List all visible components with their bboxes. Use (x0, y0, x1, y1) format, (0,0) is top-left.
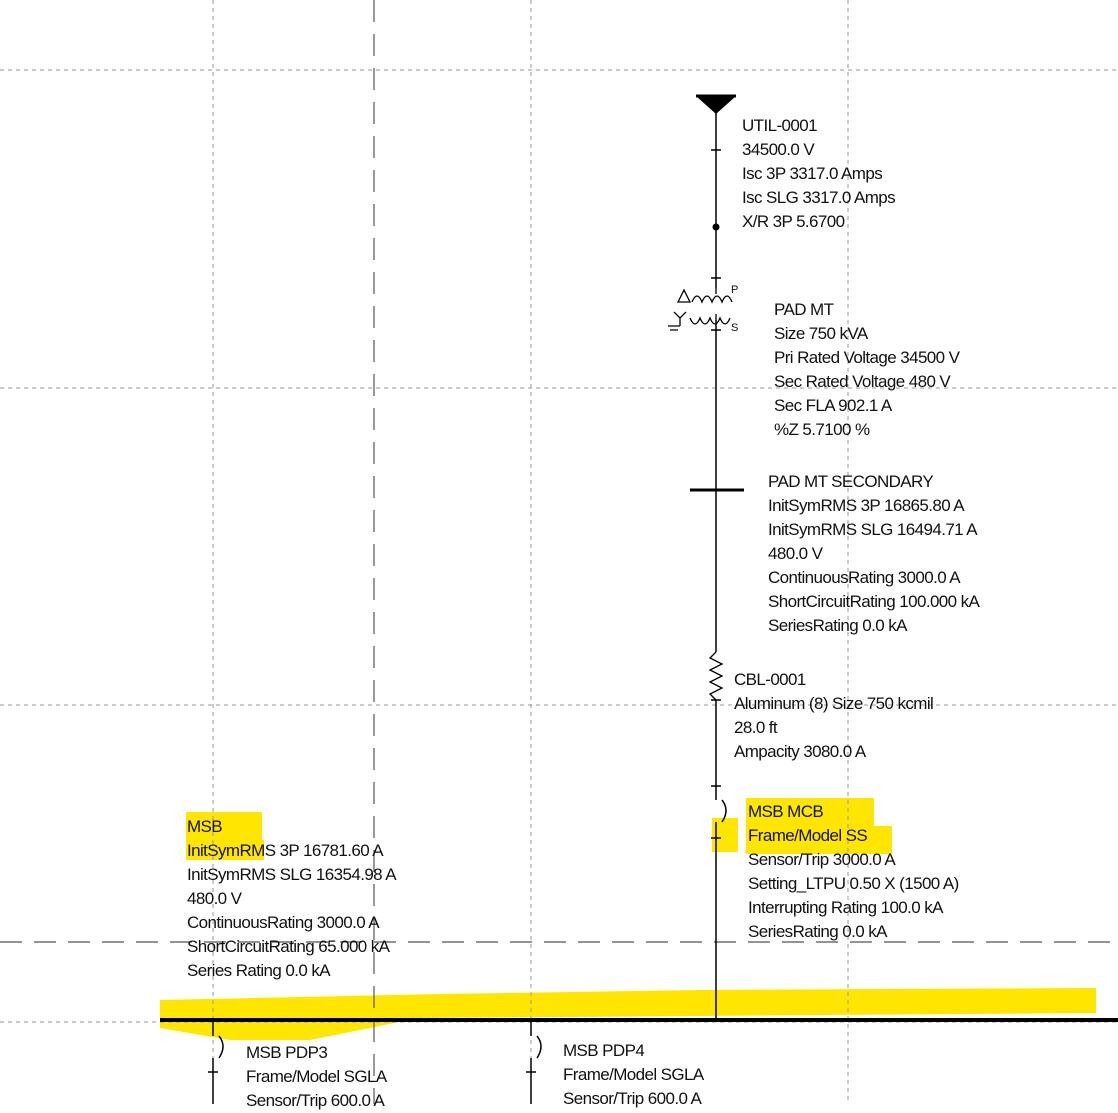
msb-bus-label-line: Series Rating 0.0 kA (187, 961, 331, 980)
secondary-coil (689, 316, 731, 325)
main-breaker-icon (721, 799, 727, 823)
utility-source-icon (696, 96, 736, 114)
transformer-label-line: %Z 5.7100 % (774, 420, 870, 439)
feeder-branches (208, 1020, 542, 1104)
feeder-pdp3-label-line: Sensor/Trip 600.0 A (246, 1091, 385, 1110)
feeder-pdp3-label: MSB PDP3 Frame/Model SGLA Sensor/Trip 60… (246, 1041, 387, 1113)
feeder-pdp4-label-line: MSB PDP4 (563, 1041, 645, 1060)
msb-bus-label-line: InitSymRMS SLG 16354.98 A (187, 865, 397, 884)
main-breaker-label-line: SeriesRating 0.0 kA (748, 922, 887, 941)
msb-bus-label-line: MSB (187, 817, 223, 836)
secondary-bus-label-line: InitSymRMS SLG 16494.71 A (768, 520, 978, 539)
feeder-pdp4-label: MSB PDP4 Frame/Model SGLA Sensor/Trip 60… (563, 1039, 704, 1111)
main-breaker-label-line: Sensor/Trip 3000.0 A (748, 850, 896, 869)
msb-bus-label-line: 480.0 V (187, 889, 242, 908)
main-breaker-label: MSB MCB Frame/Model SS Sensor/Trip 3000.… (748, 800, 959, 944)
utility-label-line: 34500.0 V (742, 140, 815, 159)
feeder-pdp3-label-line: Frame/Model SGLA (246, 1067, 387, 1086)
msb-bus-label-line: InitSymRMS 3P 16781.60 A (187, 841, 384, 860)
transformer-label-line: Size 750 kVA (774, 324, 868, 343)
msb-bus-highlight (160, 988, 1096, 1040)
msb-bus-label: MSB InitSymRMS 3P 16781.60 A InitSymRMS … (187, 815, 397, 983)
transformer-primary-tag: P (731, 284, 738, 296)
cable-label-line: Ampacity 3080.0 A (734, 742, 866, 761)
utility-label-line: X/R 3P 5.6700 (742, 212, 845, 231)
secondary-bus-label-line: InitSymRMS 3P 16865.80 A (768, 496, 965, 515)
feeder-pdp4-label-line: Frame/Model SGLA (563, 1065, 704, 1084)
utility-label-line: UTIL-0001 (742, 116, 818, 135)
msb-bus-label-line: ShortCircuitRating 65.000 kA (187, 937, 390, 956)
wye-ground-icon (668, 311, 687, 331)
main-breaker-label-line: Interrupting Rating 100.0 kA (748, 898, 943, 917)
mcb-label-highlight (746, 798, 874, 828)
main-breaker-label-line: Frame/Model SS (748, 826, 868, 845)
delta-icon (676, 288, 692, 303)
transformer-label-line: Pri Rated Voltage 34500 V (774, 348, 960, 367)
cable-label-line: CBL-0001 (734, 670, 806, 689)
main-breaker-label-line: Setting_LTPU 0.50 X (1500 A) (748, 874, 959, 893)
mcb-frame-highlight (746, 826, 892, 854)
main-feeder (711, 112, 721, 1020)
secondary-bus-label-line: 480.0 V (768, 544, 823, 563)
cable-label-line: Aluminum (8) Size 750 kcmil (734, 694, 934, 713)
utility-label-line: Isc SLG 3317.0 Amps (742, 188, 896, 207)
transformer-label-line: Sec FLA 902.1 A (774, 396, 892, 415)
transformer-label: PAD MT Size 750 kVA Pri Rated Voltage 34… (774, 298, 960, 442)
msb-bus-label-line: ContinuousRating 3000.0 A (187, 913, 380, 932)
transformer-label-line: PAD MT (774, 300, 834, 319)
secondary-bus-label-line: ShortCircuitRating 100.000 kA (768, 592, 980, 611)
utility-label-line: Isc 3P 3317.0 Amps (742, 164, 883, 183)
transformer-label-line: Sec Rated Voltage 480 V (774, 372, 951, 391)
cable-label-line: 28.0 ft (734, 718, 778, 737)
cable-icon (708, 651, 724, 701)
secondary-bus-label-line: PAD MT SECONDARY (768, 472, 934, 491)
primary-coil (691, 295, 733, 304)
cable-label: CBL-0001 Aluminum (8) Size 750 kcmil 28.… (734, 668, 934, 764)
secondary-bus-label: PAD MT SECONDARY InitSymRMS 3P 16865.80 … (768, 470, 980, 638)
feeder-breaker-icon (536, 1035, 542, 1059)
feeder-breaker-icon (218, 1035, 224, 1059)
connection-node (712, 223, 720, 231)
main-breaker-label-line: MSB MCB (748, 802, 824, 821)
secondary-bus-label-line: ContinuousRating 3000.0 A (768, 568, 961, 587)
utility-label: UTIL-0001 34500.0 V Isc 3P 3317.0 Amps I… (742, 114, 896, 234)
feeder-pdp4-label-line: Sensor/Trip 600.0 A (563, 1089, 702, 1108)
transformer-symbol (668, 288, 733, 331)
feeder-pdp3-label-line: MSB PDP3 (246, 1043, 328, 1062)
secondary-bus-label-line: SeriesRating 0.0 kA (768, 616, 907, 635)
transformer-secondary-tag: S (731, 322, 738, 334)
msb-label-highlight-2 (186, 840, 264, 860)
